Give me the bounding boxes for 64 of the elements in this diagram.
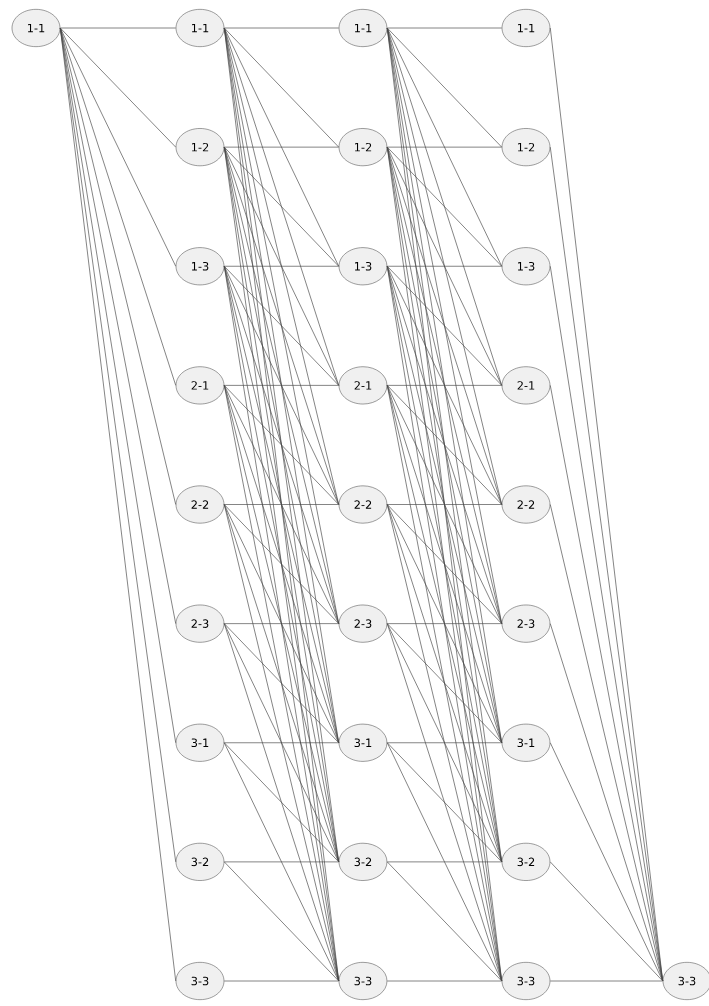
connector-line: [223, 385, 340, 505]
connector-line: [549, 742, 664, 982]
connector-line: [223, 27, 340, 29]
connector-line: [386, 265, 503, 505]
connector-line: [223, 146, 340, 386]
connector-line: [223, 385, 340, 744]
connector-line: [223, 265, 340, 624]
connector-line: [223, 265, 340, 267]
connector-line: [386, 623, 503, 624]
connector-line: [386, 861, 503, 982]
connector-line: [59, 27, 177, 267]
connector-line: [386, 27, 503, 148]
connector-line: [386, 385, 503, 624]
connector-line: [59, 27, 177, 29]
connector-line: [386, 27, 503, 267]
connector-line: [386, 385, 503, 505]
connector-line: [549, 861, 664, 982]
connector-line: [223, 623, 340, 744]
connector-line: [223, 980, 340, 982]
connector-line: [386, 861, 503, 863]
connector-line: [223, 146, 340, 148]
connector-line: [223, 146, 340, 267]
connector-line: [223, 265, 340, 505]
connector-line: [386, 27, 503, 29]
connector-line: [223, 623, 340, 624]
connector-line: [223, 504, 340, 863]
connector-line: [223, 504, 340, 505]
connector-line: [386, 504, 503, 863]
connector-line: [386, 27, 503, 505]
connector-line: [386, 146, 503, 267]
connector-line: [386, 385, 503, 386]
connector-line: [223, 385, 340, 624]
connector-line: [223, 27, 340, 148]
connector-line: [223, 385, 340, 386]
connector-line: [223, 861, 340, 982]
connector-line: [223, 27, 340, 267]
connector-line: [386, 265, 503, 267]
connector-line: [223, 265, 340, 386]
connector-line: [223, 146, 340, 505]
connector-line: [59, 27, 177, 505]
connector-line: [223, 504, 340, 624]
connector-line: [386, 742, 503, 982]
connector-line: [386, 265, 503, 624]
connector-line: [386, 265, 503, 386]
connector-line: [386, 742, 503, 744]
connector-line: [386, 146, 503, 386]
connector-line: [386, 146, 503, 148]
connector-line: [549, 980, 664, 982]
connector-line: [386, 146, 503, 505]
connector-line: [223, 742, 340, 982]
connector-line: [223, 27, 340, 505]
connector-line: [386, 623, 503, 744]
connector-line: [386, 385, 503, 744]
connector-line: [549, 623, 664, 982]
connector-line: [386, 504, 503, 505]
connector-line: [223, 623, 340, 982]
connector-line: [59, 27, 177, 148]
connector-line: [386, 980, 503, 982]
connector-line: [223, 861, 340, 863]
connector-line: [223, 742, 340, 863]
connector-line: [223, 742, 340, 744]
connector-line: [386, 504, 503, 624]
connector-line: [386, 742, 503, 863]
connector-line: [386, 623, 503, 982]
